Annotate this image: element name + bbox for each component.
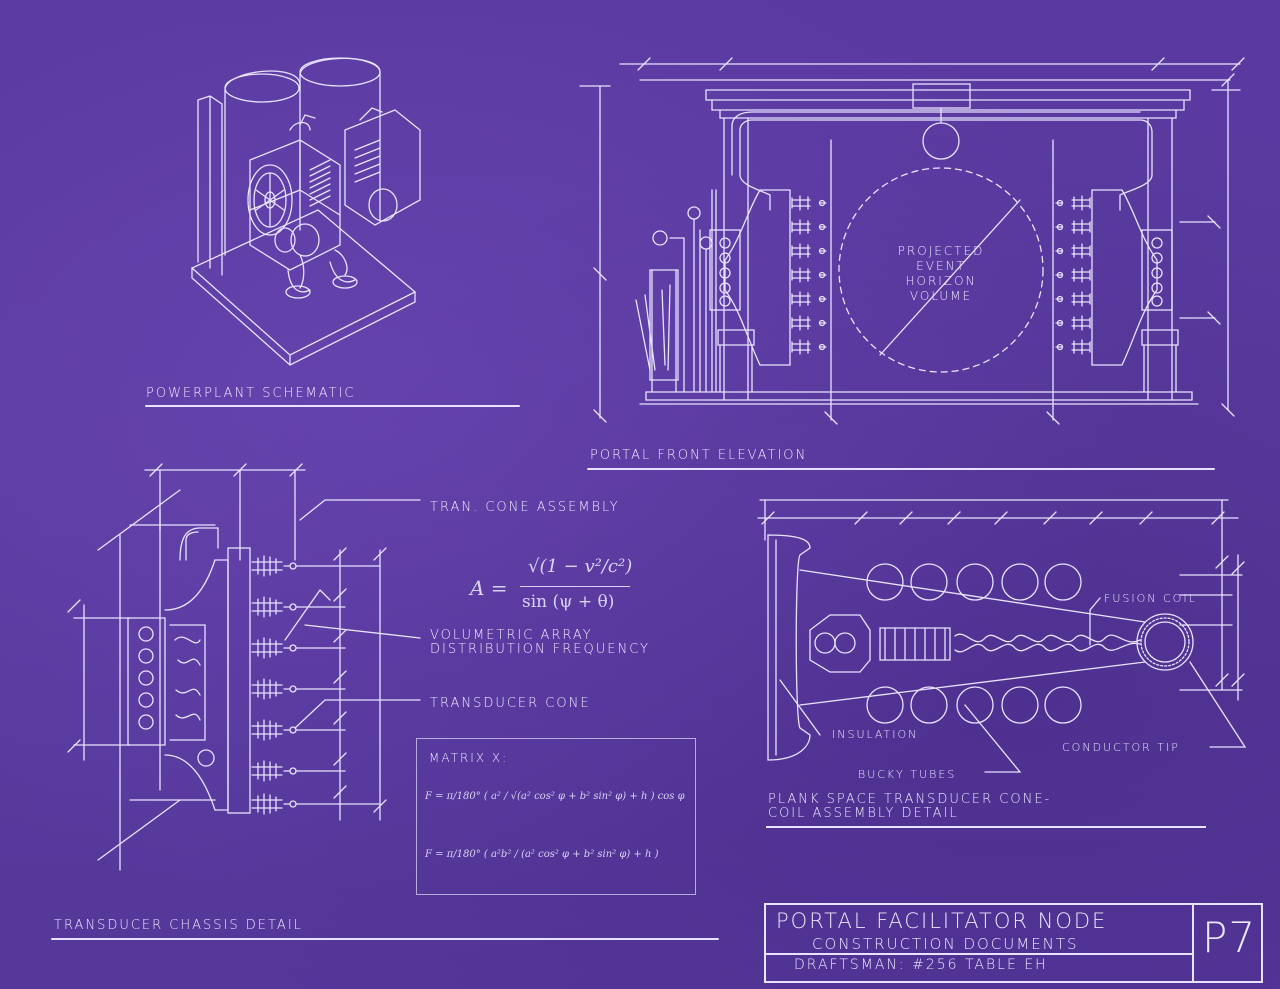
volumetric-array-label-2: DISTRIBUTION FREQUENCY	[430, 642, 650, 657]
plank-space-label-1: PLANK SPACE TRANSDUCER CONE-	[768, 792, 1052, 807]
matrix-box: MATRIX X: F = π/180° ( a² / √(a² cos² φ …	[416, 738, 696, 895]
formula: A = √(1 − v²/c²) sin (ψ + θ)	[470, 556, 640, 626]
matrix-row-1: F = π/180° ( a² / √(a² cos² φ + b² sin² …	[425, 791, 685, 802]
insulation-label: INSULATION	[832, 728, 919, 741]
portal-front-elevation-label: PORTAL FRONT ELEVATION	[590, 448, 808, 463]
event-horizon-line-1: PROJECTED	[897, 244, 985, 258]
plank-space-label-2: COIL ASSEMBLY DETAIL	[768, 806, 959, 821]
event-horizon-line-3: HORIZON	[905, 274, 977, 288]
tran-cone-assembly-label: TRAN. CONE ASSEMBLY	[430, 500, 620, 515]
fusion-coil-label: FUSION COIL	[1104, 592, 1197, 605]
title-block-subtitle: CONSTRUCTION DOCUMENTS	[812, 935, 1079, 953]
transducer-chassis-drawing	[67, 463, 421, 871]
portal-front-elevation-drawing	[579, 57, 1245, 425]
title-block-draftsman: DRAFTSMAN: #256 TABLE EH	[794, 957, 1048, 973]
title-block-divider	[766, 953, 1192, 955]
formula-fraction-bar	[520, 586, 630, 587]
bucky-tubes-label: BUCKY TUBES	[858, 768, 957, 781]
title-block-title: PORTAL FACILITATOR NODE	[776, 909, 1108, 933]
transducer-chassis-detail-label: TRANSDUCER CHASSIS DETAIL	[54, 918, 303, 933]
transducer-cone-label: TRANSDUCER CONE	[430, 696, 591, 711]
formula-lhs: A =	[470, 576, 508, 600]
event-horizon-line-2: EVENT	[916, 259, 966, 273]
cone-coil-assembly-drawing	[757, 499, 1247, 773]
matrix-row-2: F = π/180° ( a²b² / (a² cos² φ + b² sin²…	[425, 849, 659, 860]
formula-denominator: sin (ψ + θ)	[522, 592, 615, 612]
powerplant-schematic-label: POWERPLANT SCHEMATIC	[146, 386, 356, 401]
formula-numerator: √(1 − v²/c²)	[528, 556, 633, 577]
event-horizon-line-4: VOLUME	[909, 289, 973, 303]
plank-space-underline	[766, 826, 1206, 828]
sheet-number: P7	[1202, 913, 1257, 962]
volumetric-array-label-1: VOLUMETRIC ARRAY	[430, 628, 593, 643]
title-block: PORTAL FACILITATOR NODE CONSTRUCTION DOC…	[764, 903, 1263, 983]
matrix-title: MATRIX X:	[429, 751, 509, 765]
conductor-tip-label: CONDUCTOR TIP	[1062, 741, 1180, 754]
title-block-sheet-divider	[1192, 905, 1194, 981]
event-horizon-label: PROJECTED EVENT HORIZON VOLUME	[870, 244, 1012, 304]
powerplant-schematic-drawing	[190, 57, 421, 366]
